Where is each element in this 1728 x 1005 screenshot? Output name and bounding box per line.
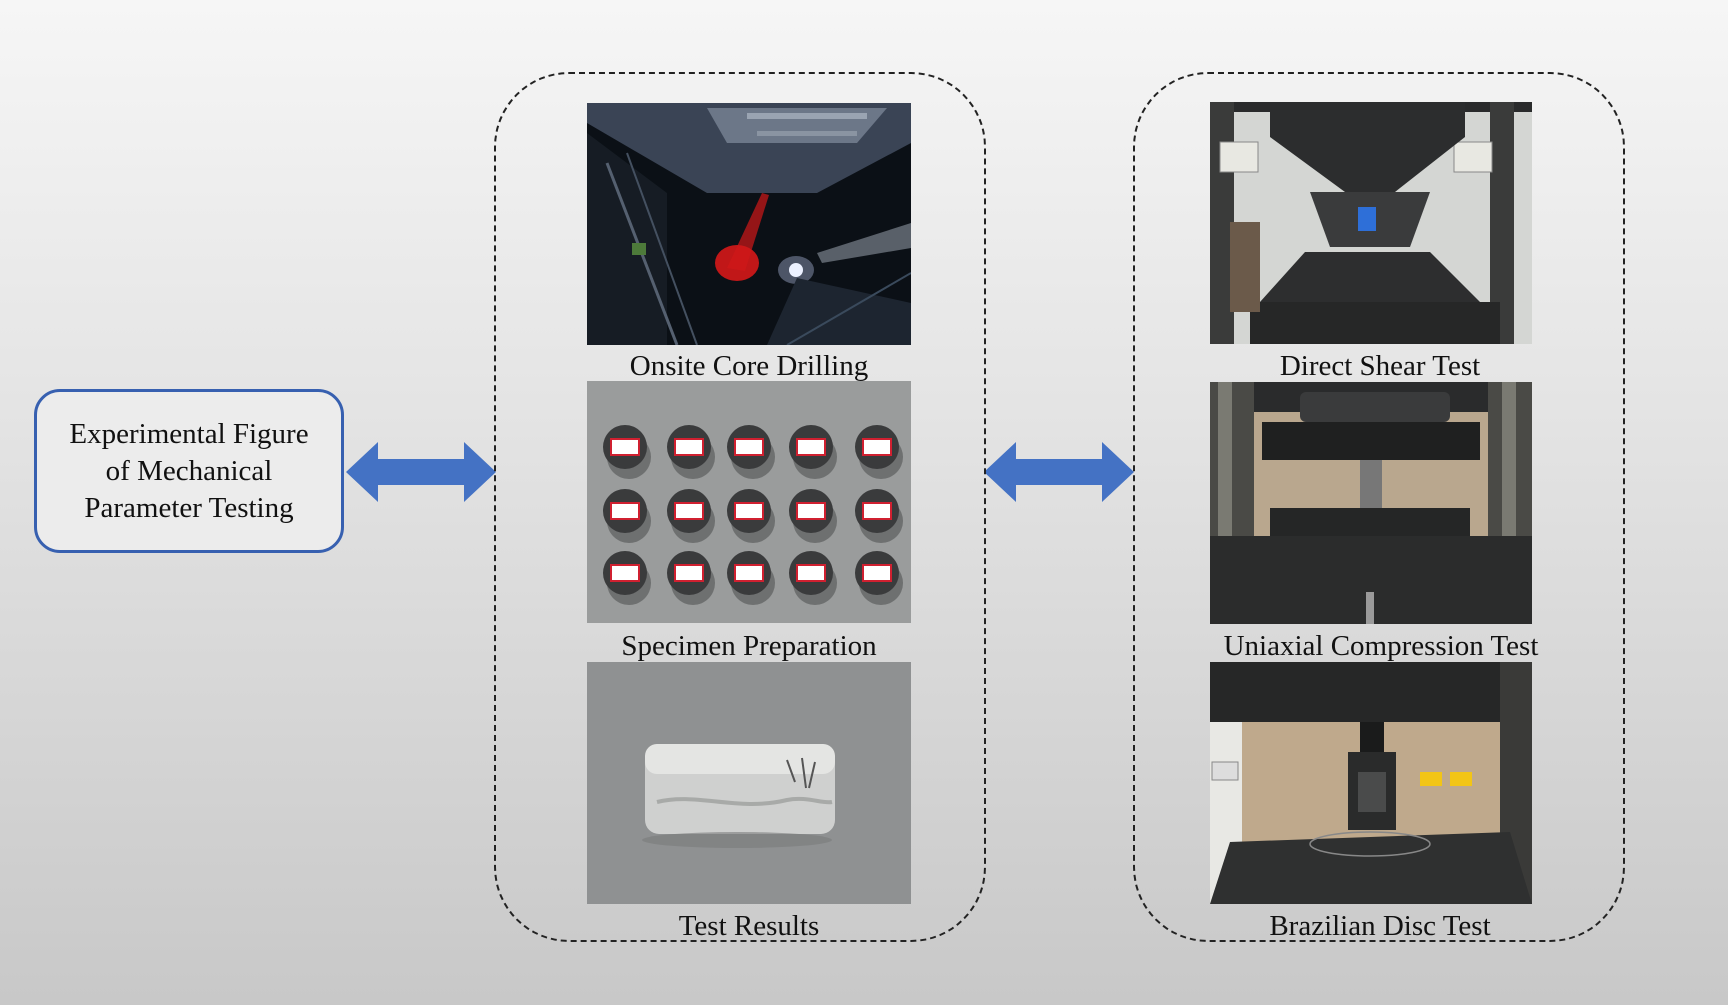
specimen-cylinder xyxy=(667,489,715,543)
specimen-cylinder xyxy=(789,425,837,479)
caption-specimen-preparation: Specimen Preparation xyxy=(621,630,877,662)
title-box: Experimental Figure of Mechanical Parame… xyxy=(34,389,344,553)
caption-direct-shear-test: Direct Shear Test xyxy=(1279,350,1481,382)
specimen-cylinder xyxy=(603,425,651,479)
double-arrow-left xyxy=(346,442,496,502)
caption-onsite-core-drilling: Onsite Core Drilling xyxy=(629,350,869,382)
specimen-cylinder xyxy=(789,489,837,543)
brazilian-machine-photo xyxy=(1210,662,1532,904)
specimen-cylinder xyxy=(855,425,903,479)
specimen-cylinder xyxy=(603,551,651,605)
tunnel-photo xyxy=(587,103,911,345)
specimen-cylinder xyxy=(727,551,775,605)
specimen-cylinder xyxy=(789,551,837,605)
caption-uniaxial-compression-test: Uniaxial Compression Test xyxy=(1223,630,1539,662)
double-arrow-right xyxy=(984,442,1134,502)
caption-brazilian-disc-test: Brazilian Disc Test xyxy=(1269,910,1491,942)
specimens-photo xyxy=(587,381,911,623)
caption-test-results: Test Results xyxy=(678,910,820,942)
specimen-cylinder xyxy=(603,489,651,543)
broken-specimen-photo xyxy=(587,662,911,904)
field-preparation-group xyxy=(494,72,986,942)
laboratory-tests-group xyxy=(1133,72,1625,942)
specimen-cylinder xyxy=(667,551,715,605)
specimen-cylinder xyxy=(727,489,775,543)
compression-machine-photo xyxy=(1210,382,1532,624)
specimen-cylinder xyxy=(667,425,715,479)
shear-machine-photo xyxy=(1210,102,1532,344)
specimen-cylinder xyxy=(727,425,775,479)
title-box-text: Experimental Figure of Mechanical Parame… xyxy=(69,417,309,524)
specimen-cylinder xyxy=(855,489,903,543)
specimen-cylinder xyxy=(855,551,903,605)
